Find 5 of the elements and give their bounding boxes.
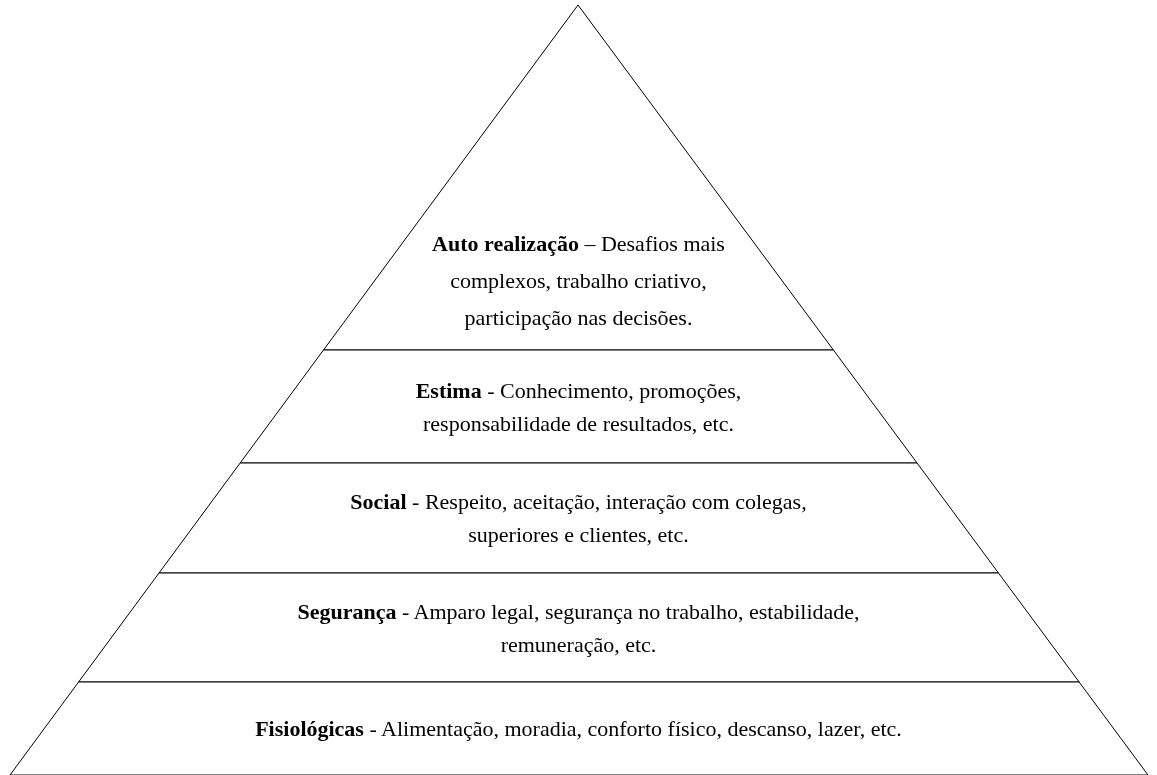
tier-text: Estima - Conhecimento, promoções, responsabilidade de resultados, etc. xyxy=(414,376,743,438)
tier-text: Fisiológicas - Alimentação, moradia, conforto físico, descanso, lazer, etc. xyxy=(254,715,903,743)
tier-text: Social - Respeito, aceitação, interação com colegas, superiores e clientes, etc. xyxy=(349,488,808,549)
tier-text: Auto realização – Desafios mais complexos, trabalho criativo, participação nas decisões. xyxy=(431,230,726,332)
tier-text: Segurança - Amparo legal, segurança no trabalho, estabilidade, remuneração, etc. xyxy=(296,597,861,659)
